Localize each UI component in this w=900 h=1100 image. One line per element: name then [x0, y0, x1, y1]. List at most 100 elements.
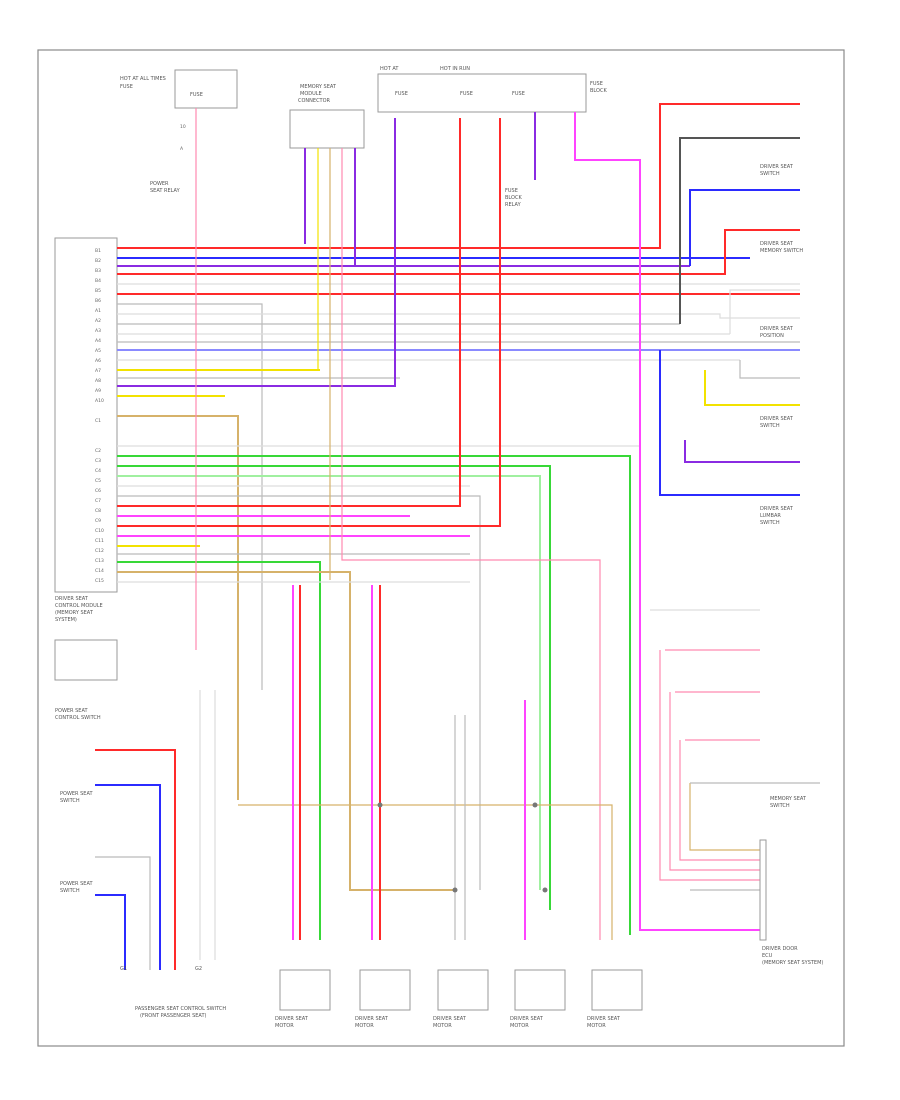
svg-text:CONTROL SWITCH: CONTROL SWITCH: [55, 715, 101, 721]
svg-text:DRIVER SEAT: DRIVER SEAT: [275, 1016, 309, 1022]
svg-text:SWITCH: SWITCH: [770, 803, 790, 809]
svg-text:POWER SEAT: POWER SEAT: [60, 791, 93, 797]
driver-seat-control-module: DRIVER SEAT CONTROL MODULE (MEMORY SEAT …: [54, 237, 118, 623]
svg-text:RELAY: RELAY: [505, 202, 522, 208]
svg-text:MEMORY SWITCH: MEMORY SWITCH: [760, 248, 803, 254]
svg-text:POWER SEAT: POWER SEAT: [55, 708, 88, 714]
svg-text:DRIVER SEAT: DRIVER SEAT: [760, 241, 794, 247]
svg-text:FUSE: FUSE: [505, 188, 518, 194]
svg-text:A5: A5: [95, 348, 101, 354]
svg-text:MOTOR: MOTOR: [275, 1023, 294, 1029]
svg-text:(MEMORY SEAT: (MEMORY SEAT: [55, 610, 94, 616]
svg-text:10: 10: [180, 124, 186, 130]
svg-text:POSITION: POSITION: [760, 333, 784, 339]
top-left-fuse: HOT AT ALL TIMES FUSE FUSE 10 A POWER SE…: [120, 69, 238, 194]
svg-text:B2: B2: [95, 258, 101, 264]
svg-text:A6: A6: [95, 358, 101, 364]
svg-text:FUSE: FUSE: [120, 84, 133, 90]
svg-text:C10: C10: [95, 528, 104, 534]
svg-text:B4: B4: [95, 278, 101, 284]
svg-text:C11: C11: [95, 538, 104, 544]
svg-text:CONTROL MODULE: CONTROL MODULE: [55, 603, 103, 609]
svg-text:DRIVER SEAT: DRIVER SEAT: [55, 596, 89, 602]
svg-text:SWITCH: SWITCH: [60, 798, 80, 804]
svg-text:C4: C4: [95, 468, 101, 474]
svg-text:A3: A3: [95, 328, 101, 334]
svg-text:HOT AT ALL TIMES: HOT AT ALL TIMES: [120, 76, 166, 82]
svg-text:PASSENGER SEAT CONTROL SWITCH: PASSENGER SEAT CONTROL SWITCH: [135, 1006, 226, 1012]
ground-symbols: G1 G2: [120, 966, 202, 972]
svg-text:C6: C6: [95, 488, 101, 494]
svg-text:G2: G2: [195, 966, 202, 972]
memory-switch-wires: MEMORY SEAT SWITCH DRIVER DOOR ECU (MEMO…: [650, 609, 823, 966]
wire-bundle-vertical: [195, 108, 760, 940]
svg-text:HOT AT: HOT AT: [380, 66, 399, 72]
svg-text:C5: C5: [95, 478, 101, 484]
svg-text:MOTOR: MOTOR: [433, 1023, 452, 1029]
svg-text:B6: B6: [95, 298, 101, 304]
svg-text:MEMORY SEAT: MEMORY SEAT: [300, 84, 337, 90]
svg-text:C12: C12: [95, 548, 104, 554]
svg-text:G1: G1: [120, 966, 127, 972]
svg-text:FUSE: FUSE: [395, 91, 408, 97]
svg-text:A1: A1: [95, 308, 101, 314]
svg-text:C14: C14: [95, 568, 104, 574]
svg-text:C15: C15: [95, 578, 104, 584]
svg-text:POWER SEAT: POWER SEAT: [60, 881, 93, 887]
svg-text:LUMBAR: LUMBAR: [760, 513, 781, 519]
seat-motors: DRIVER SEAT DRIVER SEAT DRIVER SEAT DRIV…: [238, 585, 643, 1029]
svg-text:HOT IN RUN: HOT IN RUN: [440, 66, 470, 72]
svg-text:DRIVER SEAT: DRIVER SEAT: [587, 1016, 621, 1022]
svg-text:SWITCH: SWITCH: [760, 171, 780, 177]
svg-text:FUSE: FUSE: [590, 81, 603, 87]
svg-text:FUSE: FUSE: [190, 92, 203, 98]
svg-text:B1: B1: [95, 248, 101, 254]
svg-text:DRIVER DOOR: DRIVER DOOR: [762, 946, 798, 952]
svg-text:DRIVER SEAT: DRIVER SEAT: [760, 416, 794, 422]
svg-text:A8: A8: [95, 378, 101, 384]
svg-text:MEMORY SEAT: MEMORY SEAT: [770, 796, 807, 802]
svg-text:BLOCK: BLOCK: [590, 88, 607, 94]
svg-text:SWITCH: SWITCH: [60, 888, 80, 894]
top-right-fuse-block: HOT AT HOT IN RUN FUSE FUSE FUSE FUSE BL…: [377, 66, 607, 208]
svg-text:C7: C7: [95, 498, 101, 504]
svg-text:C13: C13: [95, 558, 104, 564]
svg-text:DRIVER SEAT: DRIVER SEAT: [760, 506, 794, 512]
svg-text:SWITCH: SWITCH: [760, 423, 780, 429]
svg-text:(FRONT PASSENGER SEAT): (FRONT PASSENGER SEAT): [140, 1013, 206, 1019]
svg-text:A7: A7: [95, 368, 101, 374]
svg-text:MODULE: MODULE: [300, 91, 322, 97]
passenger-switch-area: POWER SEAT CONTROL SWITCH POWER SEAT SWI…: [54, 639, 226, 1019]
svg-text:A9: A9: [95, 388, 101, 394]
svg-text:DRIVER SEAT: DRIVER SEAT: [510, 1016, 544, 1022]
right-side-wires: [659, 137, 800, 496]
svg-text:MOTOR: MOTOR: [355, 1023, 374, 1029]
svg-text:POWER: POWER: [150, 181, 169, 187]
svg-text:DRIVER SEAT: DRIVER SEAT: [760, 326, 794, 332]
svg-text:BLOCK: BLOCK: [505, 195, 522, 201]
svg-text:SEAT RELAY: SEAT RELAY: [150, 188, 181, 194]
svg-text:B3: B3: [95, 268, 101, 274]
svg-text:C3: C3: [95, 458, 101, 464]
svg-text:(MEMORY SEAT SYSTEM): (MEMORY SEAT SYSTEM): [762, 960, 823, 966]
wire-bundle-lower: [117, 118, 640, 940]
svg-text:SYSTEM): SYSTEM): [55, 617, 77, 623]
svg-text:MOTOR: MOTOR: [510, 1023, 529, 1029]
wire-bundle-main: [117, 103, 800, 690]
svg-text:SWITCH: SWITCH: [760, 520, 780, 526]
svg-text:A4: A4: [95, 338, 101, 344]
svg-text:FUSE: FUSE: [460, 91, 473, 97]
svg-text:ECU: ECU: [762, 953, 773, 959]
svg-text:B5: B5: [95, 288, 101, 294]
diagram-frame: [37, 49, 845, 1047]
svg-text:DRIVER SEAT: DRIVER SEAT: [355, 1016, 389, 1022]
svg-text:DRIVER SEAT: DRIVER SEAT: [433, 1016, 467, 1022]
svg-text:A: A: [180, 146, 184, 152]
svg-text:C9: C9: [95, 518, 101, 524]
svg-text:MOTOR: MOTOR: [587, 1023, 606, 1029]
top-center-connector: MEMORY SEAT MODULE CONNECTOR: [289, 84, 365, 149]
svg-text:A2: A2: [95, 318, 101, 324]
svg-text:C8: C8: [95, 508, 101, 514]
